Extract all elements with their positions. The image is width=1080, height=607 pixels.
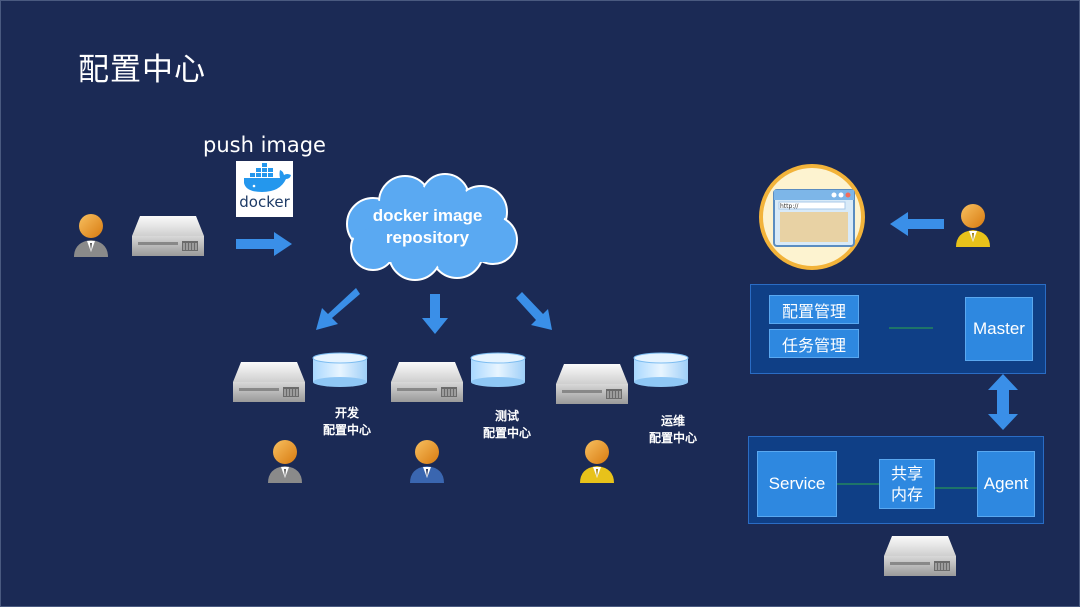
agent-panel: Service 共享 内存 Agent — [748, 436, 1044, 524]
test-config-center-label: 测试 配置中心 — [472, 408, 542, 442]
service-node[interactable]: Service — [757, 451, 837, 517]
docker-repository-cloud — [346, 173, 518, 281]
slide-title: 配置中心 — [78, 52, 206, 88]
shared-memory-node[interactable]: 共享 内存 — [879, 459, 935, 509]
arrow-to-dev-icon — [316, 288, 360, 330]
dev-config-center-label: 开发 配置中心 — [312, 405, 382, 439]
build-server-icon — [132, 216, 204, 258]
ops-label-line2: 配置中心 — [648, 431, 697, 445]
test-label-line1: 测试 — [494, 409, 519, 423]
shared-memory-line1: 共享 — [890, 464, 923, 483]
test-server-icon — [391, 362, 463, 404]
ops-label-line1: 运维 — [660, 414, 685, 428]
dev-label-line2: 配置中心 — [322, 423, 371, 437]
web-console-badge: http:// — [759, 164, 865, 270]
repository-label-line2: repository — [385, 228, 470, 247]
arrow-to-ops-icon — [516, 292, 552, 330]
docker-logo-text: docker — [239, 193, 290, 211]
master-panel: 配置管理 任务管理 Master — [750, 284, 1046, 374]
master-link-line — [889, 327, 933, 329]
admin-person-icon — [956, 204, 990, 247]
ops-server-icon — [556, 364, 628, 406]
agent-node[interactable]: Agent — [977, 451, 1035, 517]
dev-server-icon — [233, 362, 305, 404]
ops-person-icon — [580, 440, 614, 483]
dev-label-line1: 开发 — [334, 406, 359, 420]
docker-whale-icon — [244, 163, 291, 192]
test-database-icon — [469, 352, 527, 388]
shared-memory-line2: 内存 — [890, 485, 923, 504]
task-management-button[interactable]: 任务管理 — [769, 329, 859, 358]
push-image-label: push image — [203, 133, 326, 157]
developer-person-icon — [74, 214, 108, 257]
config-management-button[interactable]: 配置管理 — [769, 295, 859, 324]
docker-logo: docker — [236, 161, 293, 217]
repository-label-line1: docker image — [372, 206, 483, 225]
browser-url-text: http:// — [780, 203, 799, 210]
test-person-icon — [410, 440, 444, 483]
agent-link-line — [935, 487, 977, 489]
bidirectional-arrow-icon — [988, 374, 1018, 430]
browser-window-icon: http:// — [773, 189, 855, 247]
repository-label: docker image repository — [345, 205, 510, 249]
dev-person-icon — [268, 440, 302, 483]
master-node[interactable]: Master — [965, 297, 1033, 361]
left-arrow-icon — [890, 212, 944, 236]
dev-database-icon — [311, 352, 369, 388]
agent-host-server-icon — [884, 536, 956, 578]
ops-config-center-label: 运维 配置中心 — [638, 413, 708, 447]
test-label-line2: 配置中心 — [482, 426, 531, 440]
ops-database-icon — [632, 352, 690, 388]
arrow-to-test-icon — [422, 294, 448, 334]
push-arrow-icon — [236, 232, 292, 256]
service-link-line — [837, 483, 879, 485]
